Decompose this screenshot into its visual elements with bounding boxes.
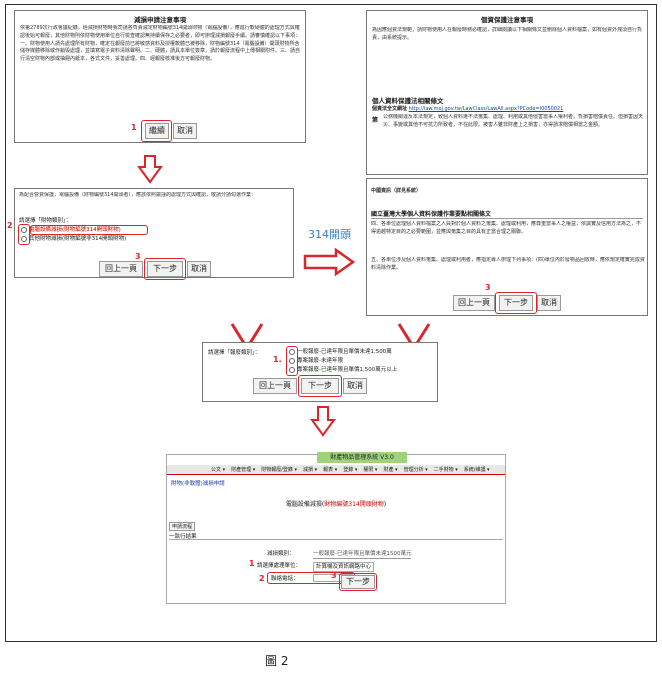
option-label: 電腦設備減損(財物編號314開頭財物) xyxy=(29,227,121,233)
continue-button[interactable]: 繼續 xyxy=(145,123,169,139)
divider xyxy=(169,539,503,540)
menu-item[interactable]: 登錄 ▾ xyxy=(343,467,358,473)
cancel-button[interactable]: 取消 xyxy=(537,295,561,311)
highlight-continue xyxy=(141,120,172,142)
privacy-lead: 為因應個資法規範，請財物使用人在報廢時務必確認，詳細閱讀以下相關條文並刪除個人資… xyxy=(372,27,643,41)
highlight-next xyxy=(495,292,537,314)
heading-prefix: 電腦設備減損( xyxy=(285,501,325,508)
right-arrow-icon xyxy=(303,247,356,277)
next-step-button[interactable]: 下一步 xyxy=(301,378,339,394)
radio-button[interactable] xyxy=(289,357,295,364)
section-title: 一執行結果 xyxy=(169,534,197,540)
system-title: 財產物品管理系統 V3.0 xyxy=(317,452,407,463)
top-menu-bar: 公文 ▾ 財產管理 ▾ 財物報廢/登錄 ▾ 減損 ▾ 報表 ▾ 登錄 ▾ 權限 ▾ 財產 ▾ 管… xyxy=(167,465,505,475)
step-number: 1. xyxy=(273,355,282,364)
prev-page-button[interactable]: 回上一頁 xyxy=(99,261,143,277)
menu-item[interactable]: 財產 ▾ xyxy=(383,467,398,473)
article-text: 公務機關違反本法規定，致個人資料遭不法蒐集、處理、利用或其他侵害當事人權利者，負… xyxy=(383,114,643,128)
prev-page-button[interactable]: 回上一頁 xyxy=(453,295,495,311)
disposal-type-dialog: 請選擇「報廢類別」： 一般報廢-已達年限且單價未達1,500萬 專案報廢-未達年… xyxy=(202,342,438,402)
menu-item[interactable]: 二手財物 ▾ xyxy=(433,467,458,473)
category-question: 請選擇「財物類別」： xyxy=(19,218,72,224)
menu-item[interactable]: 財產管理 ▾ xyxy=(231,467,256,473)
step-number: 3 xyxy=(135,252,141,261)
article-label: 第 xyxy=(372,117,379,124)
asset-category-dialog: 為配合營資保護，電腦設備（財物編號314開頭者），應該依照嚴謹的處理方式與確認，… xyxy=(7,188,294,280)
cancel-button[interactable]: 取消 xyxy=(187,261,211,277)
menu-item[interactable]: 減損 ▾ xyxy=(303,467,318,473)
law-link-row: 個資法全文網址 http://law.moj.gov.tw/LawClass/L… xyxy=(372,105,563,112)
next-step-button[interactable]: 下一步 xyxy=(341,575,375,589)
menu-item[interactable]: 系統/維護 ▾ xyxy=(463,467,490,473)
highlight-next xyxy=(298,375,342,397)
option-general[interactable]: 一般報廢-已達年限且單價未達1,500萬 xyxy=(289,348,392,356)
step-number: 3 xyxy=(331,571,337,580)
tab-apply-flow[interactable]: 申請流程 xyxy=(169,522,196,531)
dialog-title: 個資保護注意事項 xyxy=(481,16,533,24)
notice-text: 依第2789次行政會議紀錄，經減損財物時我司請各負責減定財物編號314開頭財物（… xyxy=(20,25,300,62)
menu-item[interactable]: 財物報廢/登錄 ▾ xyxy=(261,467,298,473)
radio-button[interactable] xyxy=(289,366,295,373)
row3-label: 聯絡電話： xyxy=(271,576,299,582)
next-step-button[interactable]: 下一步 xyxy=(499,295,533,311)
privacy-notice-dialog: 個資保護注意事項 為因應個資法規範，請財物使用人在報廢時務必確認，詳細閱讀以下相… xyxy=(366,10,648,175)
highlight-next xyxy=(144,258,186,280)
radio-button[interactable] xyxy=(21,226,27,233)
step-number: 1 xyxy=(131,123,137,132)
page-heading: 電腦設備減損(財物編號314開頭財物) xyxy=(167,499,505,508)
option-project-unexpired[interactable]: 專案報廢-未達年限 xyxy=(289,357,343,365)
menu-item[interactable]: 管理分析 ▾ xyxy=(403,467,428,473)
radio-button[interactable] xyxy=(289,348,295,355)
disposal-notice-dialog: 減損申請注意事項 依第2789次行政會議紀錄，經減損財物時我司請各負責減定財物編… xyxy=(14,10,306,143)
breadcrumb[interactable]: 財物(非軟體)減損申請 xyxy=(171,481,225,487)
next-step-button[interactable]: 下一步 xyxy=(147,261,183,277)
figure-frame xyxy=(5,4,657,642)
heading-suffix: ) xyxy=(383,501,387,508)
highlight-radio xyxy=(286,346,298,376)
cancel-button[interactable]: 取消 xyxy=(343,378,367,394)
dialog-title: 國立臺灣大學個人資料保護作業要點相關條文 xyxy=(371,209,643,219)
highlight-radio xyxy=(18,224,30,245)
article-4: 四、各單位處理個人資料檔案之人員對於個人資料之蒐集、處理或利用，應尊重當事人之權… xyxy=(371,221,642,235)
option-other[interactable]: 其他財物減損(財物編號非314開頭財物) xyxy=(21,235,126,243)
law-title: 個人資料保護法相關條文 xyxy=(372,97,444,105)
menu-item[interactable]: 公文 ▾ xyxy=(211,467,226,473)
article-5: 五、各單位涉及個人資料蒐集、處理或利用者，應指定專人辦理下列事項：(四)單位內於… xyxy=(371,257,645,271)
down-arrow-icon xyxy=(137,155,163,184)
label-314-prefix: 314開頭 xyxy=(308,228,351,241)
heading-red: 財物編號314開頭財物 xyxy=(324,501,384,508)
cancel-button[interactable]: 取消 xyxy=(173,123,197,139)
option-label: 專案報廢-未達年限 xyxy=(297,358,343,364)
system-form-screen: 財產物品管理系統 V3.0 公文 ▾ 財產管理 ▾ 財物報廢/登錄 ▾ 減損 ▾ 報表 … xyxy=(166,452,506,604)
university-privacy-dialog: 中國資訊（詳見系統） 國立臺灣大學個人資料保護作業要點相關條文 四、各單位處理個… xyxy=(366,178,648,316)
step-number: 3 xyxy=(485,283,491,292)
prev-page-button[interactable]: 回上一頁 xyxy=(253,378,297,394)
step-number: 2 xyxy=(7,221,13,230)
dialog-title: 減損申請注意事項 xyxy=(134,16,186,24)
option-label: 其他財物減損(財物編號非314開頭財物) xyxy=(29,236,127,242)
menu-item[interactable]: 權限 ▾ xyxy=(363,467,378,473)
option-label: 專案報廢-已達年限且單價1,500萬元以上 xyxy=(297,367,398,373)
step-number: 2 xyxy=(259,574,265,583)
figure-caption: 圖 2 xyxy=(265,654,289,668)
law-link-label: 個資法全文網址 xyxy=(372,106,408,112)
row2-label: 請選擇處理單位： xyxy=(257,563,302,569)
category-lead: 為配合營資保護，電腦設備（財物編號314開頭者），應該依照嚴謹的處理方式與確認，… xyxy=(19,192,257,198)
option-project-expired[interactable]: 專案報廢-已達年限且單價1,500萬元以上 xyxy=(289,366,397,374)
step-number: 1 xyxy=(249,559,255,568)
option-computer[interactable]: 電腦設備減損(財物編號314開頭財物) xyxy=(21,226,121,234)
down-arrow-icon xyxy=(310,406,336,437)
type-question: 請選擇「報廢類別」： xyxy=(208,350,261,356)
menu-item[interactable]: 報表 ▾ xyxy=(323,467,338,473)
highlight-option xyxy=(30,225,148,235)
disposal-type-select[interactable]: 一般報廢-已達年限且單價未達1500萬元 xyxy=(313,550,412,560)
law-link[interactable]: http://law.moj.gov.tw/LawClass/LawAll.as… xyxy=(408,106,564,112)
unit-select[interactable]: 計算機及資訊網路中心 xyxy=(313,562,375,573)
dialog-header: 中國資訊（詳見系統） xyxy=(371,188,422,194)
highlight-next xyxy=(339,573,377,591)
radio-button[interactable] xyxy=(21,235,27,242)
row1-label: 減損類別： xyxy=(267,551,295,557)
option-label: 一般報廢-已達年限且單價未達1,500萬 xyxy=(297,349,392,355)
